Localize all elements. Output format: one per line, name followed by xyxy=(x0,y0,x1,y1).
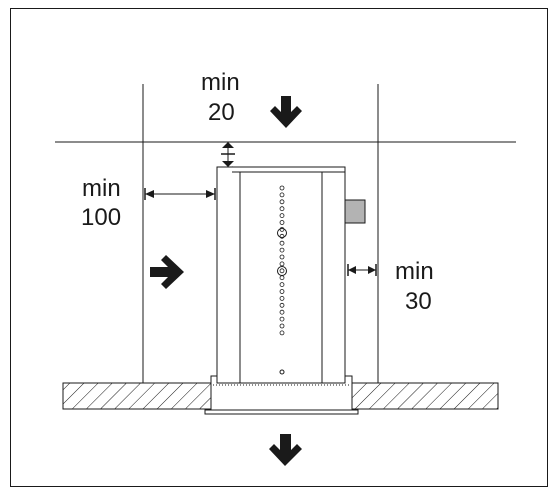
front-dots-column xyxy=(277,185,287,336)
front-dot xyxy=(279,220,285,225)
left-clearance-label-value: 100 xyxy=(81,204,121,231)
right-clearance-label-word: min xyxy=(395,258,434,285)
front-dot xyxy=(279,309,285,315)
front-dot xyxy=(279,275,285,281)
base-vent xyxy=(204,409,359,415)
front-dot xyxy=(279,268,285,274)
front-dot-ring xyxy=(277,266,287,276)
top-clearance-label-value: 20 xyxy=(208,99,235,126)
down-arrow-icon xyxy=(270,96,302,128)
front-dot xyxy=(279,192,285,198)
front-dot xyxy=(279,295,285,301)
top-clearance-marker xyxy=(221,142,235,167)
front-dot xyxy=(279,185,285,191)
front-dot xyxy=(279,289,285,294)
left-clearance-marker xyxy=(144,188,216,200)
front-dot xyxy=(279,302,285,308)
front-dot-ring xyxy=(277,228,287,238)
front-dot xyxy=(279,330,285,336)
left-clearance-label-word: min xyxy=(82,175,121,202)
front-dot xyxy=(279,282,285,288)
front-dot xyxy=(279,323,285,329)
side-connector xyxy=(344,199,366,224)
front-dot xyxy=(279,206,285,212)
front-dot xyxy=(279,247,285,253)
floor-slab-right xyxy=(351,382,499,410)
floor-slab-left xyxy=(62,382,212,410)
right-clearance-label-value: 30 xyxy=(405,288,432,315)
right-clearance-marker xyxy=(347,264,377,276)
front-indicator xyxy=(279,369,285,375)
front-dot xyxy=(279,261,285,267)
front-dot xyxy=(279,213,285,219)
front-dot xyxy=(279,240,285,246)
front-dot xyxy=(279,254,285,260)
front-dot xyxy=(279,199,285,205)
right-arrow-icon xyxy=(150,255,184,289)
front-dot xyxy=(279,316,285,322)
down-arrow-icon xyxy=(269,434,302,466)
top-clearance-label-word: min xyxy=(201,69,240,96)
